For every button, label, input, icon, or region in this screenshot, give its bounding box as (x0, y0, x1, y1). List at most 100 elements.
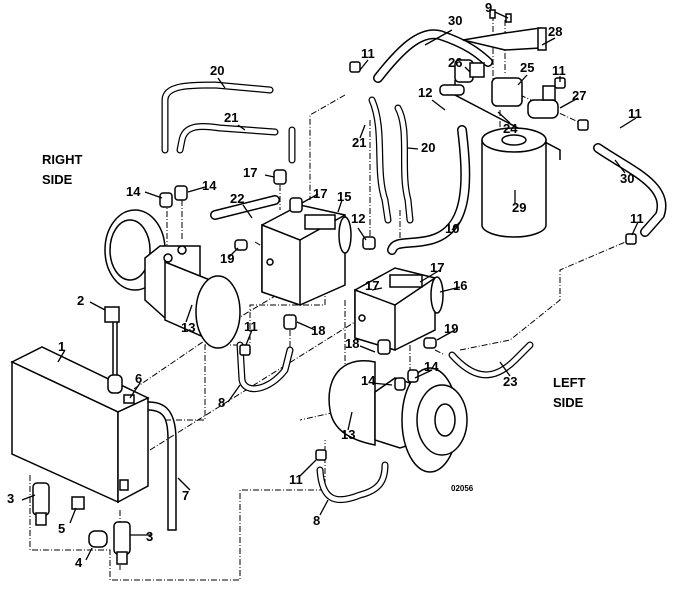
right-pump (261, 204, 352, 307)
leader-line (85, 547, 93, 561)
leader-line (129, 382, 141, 399)
callout-24: 24 (503, 121, 518, 136)
leader-line (359, 345, 376, 353)
leader-line (559, 97, 579, 109)
callout-11: 11 (552, 63, 566, 78)
leader-line (464, 66, 471, 73)
callout-8: 8 (313, 513, 320, 528)
leader-line (359, 59, 369, 71)
leader-line (371, 287, 383, 291)
leader-line (227, 247, 239, 259)
leader-line (414, 369, 433, 379)
callout-4: 4 (75, 555, 83, 570)
leader-line (359, 124, 366, 139)
leader-line (185, 304, 193, 323)
leader-line (296, 321, 316, 331)
leader-line (619, 117, 637, 129)
callout-19: 19 (444, 321, 458, 336)
callout-21: 21 (224, 110, 238, 125)
callout-20: 20 (421, 140, 435, 155)
callout-17: 17 (313, 186, 327, 201)
callout-20: 20 (210, 63, 224, 78)
leader-line (497, 111, 511, 124)
leader-line (431, 99, 446, 111)
callout-30: 30 (448, 13, 462, 28)
leader-line (237, 124, 246, 131)
leader-line (419, 269, 441, 283)
leader-line (187, 186, 206, 193)
callout-17: 17 (243, 165, 257, 180)
callout-16: 16 (453, 278, 467, 293)
callout-30: 30 (620, 171, 634, 186)
callout-1: 1 (58, 339, 65, 354)
leader-line (614, 159, 626, 174)
callout-10: 10 (445, 221, 459, 236)
callout-5: 5 (58, 521, 65, 536)
leader-line (242, 204, 253, 219)
callout-8: 8 (218, 395, 225, 410)
callout-3: 3 (7, 491, 14, 506)
callout-11: 11 (289, 472, 303, 487)
callout-19: 19 (220, 251, 234, 266)
callout-11: 11 (361, 46, 375, 61)
callout-14: 14 (424, 359, 439, 374)
filter-head-and-fittings (439, 9, 559, 119)
fittings (159, 61, 637, 461)
leader-line (89, 301, 106, 311)
leader-line (631, 221, 639, 236)
callout-15: 15 (337, 189, 351, 204)
leader-line (245, 329, 253, 346)
leader-line (424, 29, 453, 46)
leader-line (439, 286, 461, 293)
leader-line (177, 477, 191, 491)
left-wheel-motor (328, 360, 468, 473)
leader-line (57, 349, 66, 363)
leader-line (337, 199, 343, 213)
filter-elements (32, 306, 131, 565)
leader-line (319, 499, 329, 516)
right-side-label-line1: RIGHT (42, 152, 83, 167)
right-wheel-motor (104, 209, 241, 349)
hoses (112, 29, 667, 531)
callout-26: 26 (448, 55, 462, 70)
callout-14: 14 (361, 373, 376, 388)
callout-17: 17 (365, 278, 379, 293)
leader-line (451, 221, 461, 231)
callout-22: 22 (230, 191, 244, 206)
callout-25: 25 (520, 60, 534, 75)
right-side-label: RIGHT SIDE (42, 150, 82, 190)
callout-12: 12 (418, 85, 432, 100)
callout-leaders (21, 11, 639, 561)
leader-line (436, 329, 456, 341)
callout-7: 7 (182, 488, 189, 503)
callout-29: 29 (512, 200, 526, 215)
callout-11: 11 (244, 319, 258, 334)
callout-11: 11 (630, 211, 644, 226)
leader-line (407, 147, 419, 150)
callout-9: 9 (485, 0, 492, 15)
leader-line (217, 77, 226, 89)
leader-line (541, 37, 556, 46)
callout-18: 18 (311, 323, 325, 338)
callout-28: 28 (548, 24, 562, 39)
right-side-label-line2: SIDE (42, 172, 73, 187)
callout-18: 18 (345, 336, 359, 351)
leader-line (21, 494, 36, 501)
callout-13: 13 (181, 320, 195, 335)
callout-12: 12 (351, 211, 365, 226)
leader-line (499, 361, 511, 377)
callout-11: 11 (628, 106, 642, 121)
drawing-number: 02056 (451, 484, 474, 493)
callout-17: 17 (430, 260, 444, 275)
left-side-label: LEFT SIDE (553, 373, 586, 413)
leader-line (357, 227, 367, 241)
leader-line (517, 74, 528, 86)
callout-2: 2 (77, 293, 84, 308)
reservoir-tank (10, 346, 150, 504)
callout-6: 6 (135, 371, 142, 386)
leader-line (69, 507, 77, 524)
left-pump (354, 267, 444, 352)
